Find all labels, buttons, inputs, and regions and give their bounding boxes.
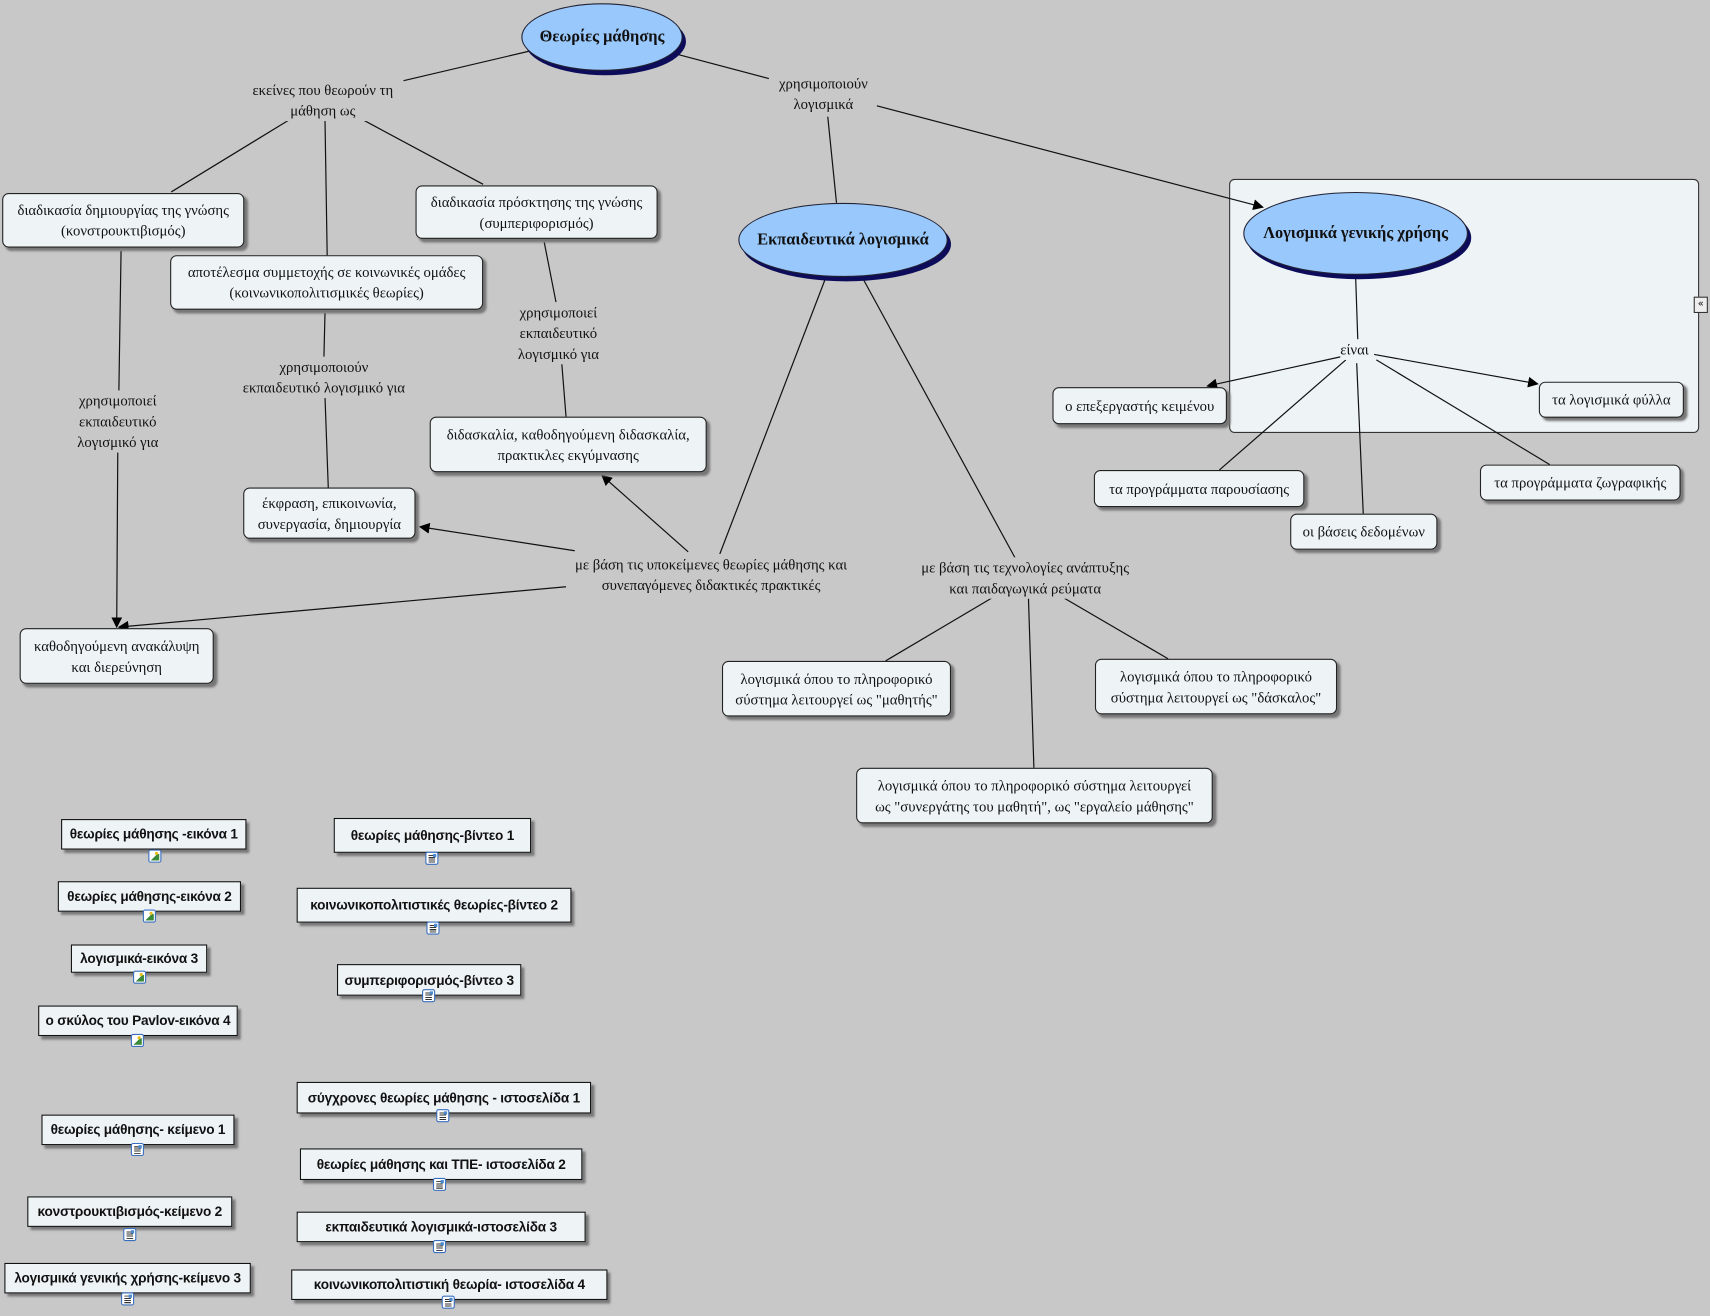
link-line [117,586,567,632]
link-line [1355,275,1359,341]
link-line [1206,356,1342,390]
document-icon[interactable] [123,1228,137,1242]
document-icon[interactable] [121,1292,135,1306]
resource-node[interactable]: εκπαιδευτικά λογισμικά-ιστοσελίδα 3 [296,1211,586,1243]
link-line [561,362,567,417]
resource-node[interactable]: θεωρίες μάθησης-εικόνα 2 [57,881,242,912]
concept-databases[interactable]: οι βάσεις δεδομένων [1290,513,1438,550]
link-line [876,105,1264,210]
link-line [1356,363,1364,514]
link-line [111,449,123,629]
collapse-group-icon[interactable]: « [1693,296,1708,314]
concept-guided-discovery[interactable]: καθοδηγούμενη ανακάλυψη και διερεύνηση [19,628,214,684]
document-icon[interactable] [425,851,439,865]
link-line [827,116,838,203]
concept-learning-theories[interactable]: Θεωρίες μάθησης [521,3,683,71]
concept-label: Λογισμικά γενικής χρήσης [1263,224,1449,242]
document-icon[interactable] [432,1240,447,1254]
concept-as-partner[interactable]: λογισμικά όπου το πληροφορικό σύστημα λε… [856,767,1213,824]
concept-expression[interactable]: έκφραση, επικοινωνία, συνεργασία, δημιου… [243,487,416,539]
link-line [885,597,993,662]
link-line [543,241,557,304]
concept-spreadsheets[interactable]: τα λογισμικά φύλλα [1538,381,1684,418]
resource-node[interactable]: κονστρουκτιβισμός-κείμενο 2 [27,1196,233,1227]
concept-as-teacher[interactable]: λογισμικά όπου το πληροφορικό σύστημα λε… [1094,658,1338,715]
document-icon[interactable] [441,1295,455,1309]
document-icon[interactable] [130,1142,144,1157]
document-icon[interactable] [426,921,440,935]
link-label[interactable]: χρησιμοποιεί εκπαιδευτικό λογισμικό για [77,390,159,453]
resource-node[interactable]: κοινωνικοπολιτιστικές θεωρίες-βίντεο 2 [296,887,572,923]
link-label[interactable]: χρησιμοποιούν εκπαιδευτικό λογισμικό για [242,356,406,399]
link-line [1376,359,1551,466]
link-label[interactable]: χρησιμοποιεί εκπαιδευτικό λογισμικό για [517,302,599,365]
link-line [170,119,290,193]
link-line [1063,597,1169,660]
link-line [118,250,122,391]
link-line [673,52,770,80]
link-line [324,119,328,256]
link-label[interactable]: εκείνες που θεωρούν τη μάθηση ως [252,79,394,122]
resource-node[interactable]: θεωρίες μάθησης -εικόνα 1 [61,819,247,850]
link-label[interactable]: με βάση τις υποκείμενες θεωρίες μάθησης … [574,554,848,596]
link-line [323,312,326,358]
resource-node[interactable]: λογισμικά γενικής χρήσης-κείμενο 3 [4,1262,251,1294]
concept-word-processor[interactable]: ο επεξεργαστής κειμένου [1052,387,1227,425]
concept-sociocultural[interactable]: αποτέλεσμα συμμετοχής σε κοινωνικές ομάδ… [170,255,484,310]
link-line [362,119,484,185]
resource-node[interactable]: σύγχρονες θεωρίες μάθησης - ιστοσελίδα 1 [296,1081,592,1114]
document-icon[interactable] [432,1177,447,1191]
resource-node[interactable]: λογισμικά-εικόνα 3 [70,944,208,973]
link-line [418,522,575,552]
concept-general-software[interactable]: Λογισμικά γενικής χρήσης [1243,191,1468,275]
link-line [601,474,689,553]
link-label[interactable]: είναι [1340,339,1369,360]
image-icon[interactable] [130,1033,144,1047]
concept-as-student[interactable]: λογισμικά όπου το πληροφορικό σύστημα λε… [721,660,952,717]
concept-label: Θεωρίες μάθησης [539,27,665,46]
concept-educational-software[interactable]: Εκπαιδευτικά λογισμικά [738,202,948,278]
resource-node[interactable]: θεωρίες μάθησης και ΤΠΕ- ιστοσελίδα 2 [299,1148,583,1181]
link-label[interactable]: με βάση τις τεχνολογίες ανάπτυξης και πα… [921,557,1130,599]
concept-presentations[interactable]: τα προγράμματα παρουσίασης [1093,470,1305,508]
link-label[interactable]: χρησιμοποιούν λογισμικά [779,73,868,115]
link-line [1218,359,1347,471]
concept-drawing[interactable]: τα προγράμματα ζωγραφικής [1479,464,1681,501]
link-line [1374,353,1539,388]
link-line [403,50,530,82]
concept-teaching[interactable]: διδασκαλία, καθοδηγούμενη διδασκαλία, πρ… [429,416,707,473]
resource-node[interactable]: ο σκύλος του Pavlov-εικόνα 4 [38,1005,238,1037]
concept-label: Εκπαιδευτικά λογισμικά [757,230,929,249]
concept-constructivism[interactable]: διαδικασία δημιουργίας της γνώσης (κονστ… [2,193,245,248]
resource-node[interactable]: θεωρίες μάθησης- κείμενο 1 [41,1114,235,1146]
concept-behaviorism[interactable]: διαδικασία πρόσκτησης της γνώσης (συμπερ… [415,185,658,239]
document-icon[interactable] [422,989,436,1003]
link-line [324,396,329,488]
link-line [719,277,827,555]
document-icon[interactable] [436,1109,450,1123]
link-line [1027,597,1035,768]
image-icon[interactable] [133,970,147,984]
image-icon[interactable] [148,849,162,863]
image-icon[interactable] [142,909,156,923]
link-line [862,277,1016,559]
resource-node[interactable]: θεωρίες μάθησης-βίντεο 1 [333,817,532,853]
